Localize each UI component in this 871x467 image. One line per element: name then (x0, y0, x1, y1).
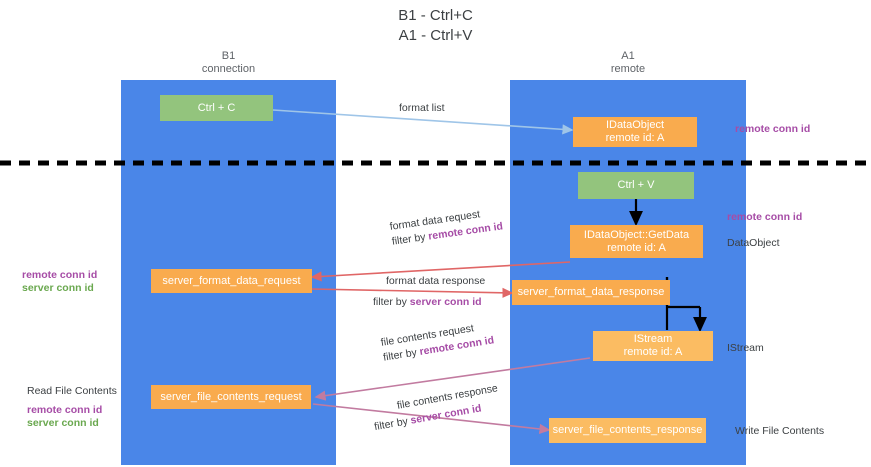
note-left-remote-conn-id: remote conn id (22, 269, 98, 281)
node-server-file-contents-response[interactable]: server_file_contents_response (549, 418, 706, 443)
note-right-dataobject: DataObject (727, 237, 780, 249)
page-title: B1 - Ctrl+C A1 - Ctrl+V (398, 7, 473, 44)
note-left-remote-conn-id-2: remote conn id (27, 404, 103, 416)
node-ctrl-c[interactable]: Ctrl + C (160, 95, 273, 121)
filter-prefix: filter by (391, 230, 430, 248)
note-right-write-file-contents: Write File Contents (735, 425, 825, 437)
node-server-file-contents-request[interactable]: server_file_contents_request (151, 385, 311, 409)
edge-label-format-data-response-filter: filter by server conn id (373, 296, 485, 309)
node-server-format-data-response[interactable]: server_format_data_response (512, 280, 670, 305)
note-left-read-file-contents: Read File Contents (27, 385, 117, 397)
edge-label-format-list: format list (399, 102, 445, 114)
node-ctrl-v[interactable]: Ctrl + V (578, 172, 694, 199)
column-header-a1: A1 remote (610, 50, 646, 75)
note-left-server-conn-id-2: server conn id (27, 417, 99, 429)
filter-prefix: filter by (373, 296, 410, 308)
note-right-remote-conn-id-top: remote conn id (735, 123, 811, 135)
node-idataobject[interactable]: IDataObject remote id: A (573, 117, 697, 147)
note-left-server-conn-id: server conn id (22, 282, 94, 294)
filter-key-server-conn-id: server conn id (409, 296, 482, 308)
note-right-remote-conn-id-mid: remote conn id (727, 211, 803, 223)
node-server-format-data-request[interactable]: server_format_data_request (151, 269, 312, 293)
note-right-istream: IStream (727, 342, 764, 354)
edge-label-format-data-response: format data response (386, 275, 486, 287)
filter-prefix: filter by (373, 414, 412, 434)
node-istream[interactable]: IStream remote id: A (593, 331, 713, 361)
node-idataobject-getdata[interactable]: IDataObject::GetData remote id: A (570, 225, 703, 258)
column-header-b1: B1 connection (201, 50, 256, 75)
